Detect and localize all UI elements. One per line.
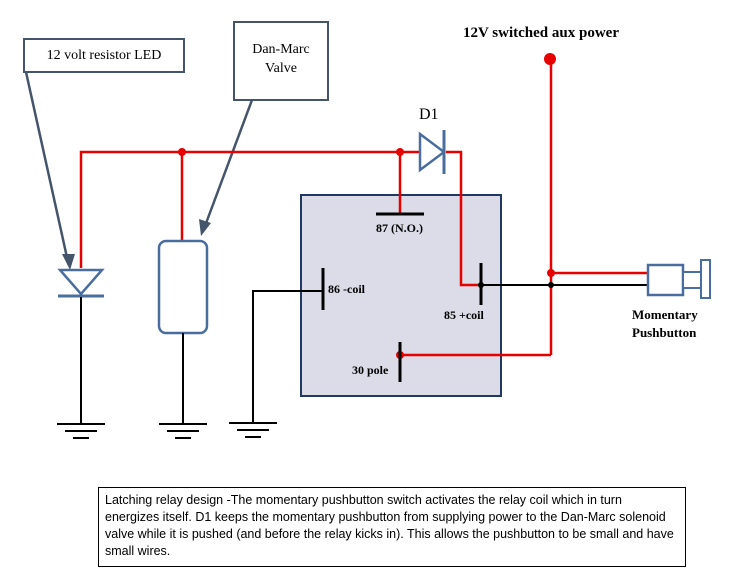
junction-dot [548, 282, 554, 288]
valve-callout: Dan-Marc Valve [233, 21, 329, 101]
valve-callout-text: Dan-Marc Valve [252, 42, 310, 76]
junction-dot [396, 148, 404, 156]
led-callout: 12 volt resistor LED [23, 38, 185, 73]
pin-30-label: 30 pole [352, 363, 389, 377]
pushbutton-cap [700, 259, 711, 299]
diode-label: D1 [419, 106, 439, 123]
valve-callout-arrow [203, 99, 254, 227]
power-label: 12V switched aux power [463, 25, 619, 41]
pin-86-label: 86 -coil [328, 282, 365, 296]
relay-pins [321, 212, 483, 382]
pin-87-label: 87 (N.O.) [376, 221, 423, 235]
ground-wires [80, 284, 648, 424]
caption-box: Latching relay design -The momentary pus… [98, 487, 686, 567]
pin-85-label: 85 +coil [444, 308, 484, 322]
pushbutton-plunger [682, 271, 702, 289]
hot-wires [79, 59, 648, 357]
junction-dot [178, 148, 186, 156]
led-callout-arrowhead [62, 254, 75, 270]
valve-callout-arrowhead [199, 219, 211, 236]
led-callout-arrow [24, 71, 70, 263]
pushbutton-label: Momentary Pushbutton [632, 307, 698, 340]
ground-symbols [57, 422, 277, 439]
pushbutton-body [646, 263, 685, 297]
valve-symbol [157, 239, 209, 335]
led-callout-text: 12 volt resistor LED [46, 48, 162, 63]
junction-dot [547, 269, 555, 277]
power-terminal [544, 53, 556, 65]
led-symbol [57, 268, 105, 296]
diode-d1-symbol [418, 131, 447, 173]
